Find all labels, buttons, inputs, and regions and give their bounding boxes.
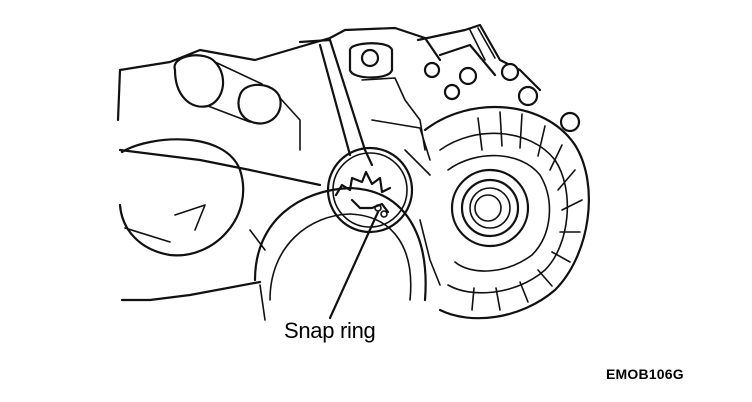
- upper-boss-right: [237, 83, 282, 125]
- bolt-1: [423, 61, 441, 79]
- bottom-web: [249, 229, 266, 321]
- bolt-2: [458, 66, 478, 86]
- snap-ring-teeth: [334, 170, 392, 197]
- snap-ring-leader-line: [328, 210, 380, 320]
- bolt-3: [500, 62, 520, 82]
- snap-ring-label: Snap ring: [284, 318, 376, 343]
- bracket: [416, 23, 542, 92]
- upper-boss-left: [173, 54, 225, 108]
- bearing-inner: [469, 187, 511, 229]
- bell-housing-arc: [253, 186, 427, 302]
- bracket-arm: [469, 27, 496, 61]
- left-lobe-inner: [124, 204, 206, 243]
- inspection-circle-inner: [332, 152, 408, 228]
- bearing-mid: [460, 178, 520, 238]
- housing-rib-2: [361, 77, 426, 151]
- bearing-outer: [450, 168, 530, 248]
- right-case-ring-inner: [447, 154, 551, 272]
- bolt-5: [559, 111, 581, 133]
- bolt-6: [443, 83, 461, 101]
- bearing-bore: [474, 194, 502, 222]
- snap-ring: [350, 198, 390, 214]
- boss-ridge: [207, 61, 301, 151]
- bell-housing-arc-inner: [269, 213, 412, 301]
- interior-lines: [371, 119, 441, 286]
- top-bolt-boss: [348, 42, 394, 79]
- bolt-4: [517, 85, 539, 107]
- housing-outline: [116, 26, 442, 302]
- figure-code: EMOB106G: [606, 366, 684, 382]
- top-bolt-hole: [360, 48, 380, 68]
- case-ribs: [471, 111, 583, 311]
- right-case-outline: [423, 105, 590, 320]
- left-lobe: [118, 138, 245, 257]
- snap-ring-eye-2: [380, 210, 388, 218]
- housing-rib: [298, 38, 374, 167]
- bolts: [423, 61, 581, 133]
